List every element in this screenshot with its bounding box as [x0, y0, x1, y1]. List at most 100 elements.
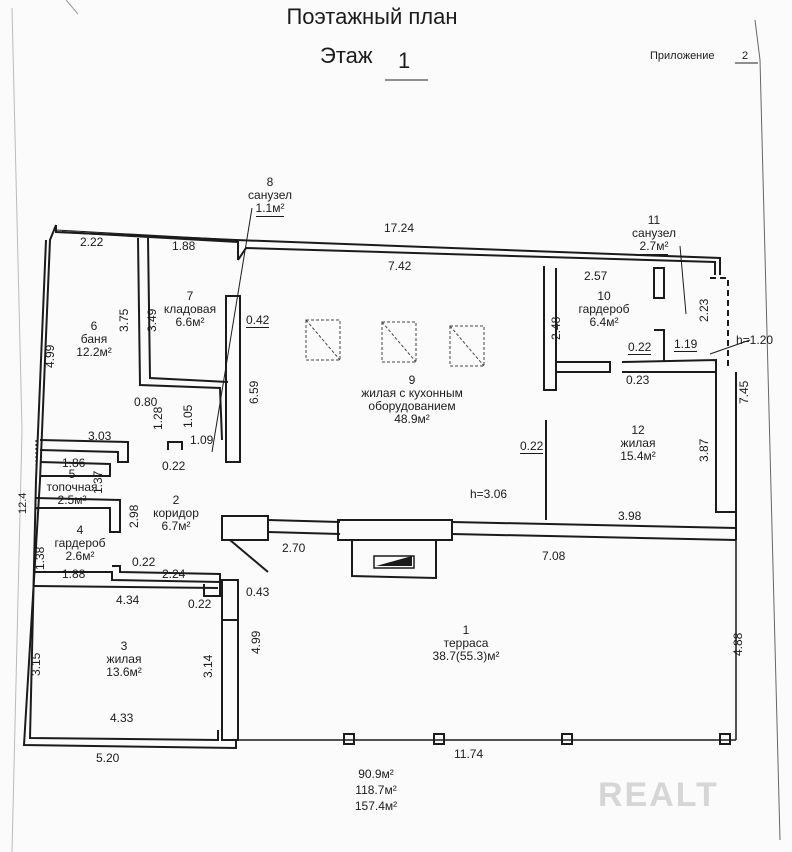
sauna-door: [167, 441, 183, 450]
dim-1-05: 1.05: [181, 404, 195, 428]
room-5: 5 топочная 2.5м²: [47, 468, 98, 507]
room-name: баня: [80, 332, 108, 346]
room-area: 2.7м²: [639, 239, 669, 255]
dim-0-23: 0.23: [626, 373, 650, 387]
dim-2-24: 2.24: [162, 567, 186, 581]
room-area: 6.7м²: [161, 519, 191, 533]
room-1: 1 терраса 38.7(55.3)м²: [433, 624, 500, 663]
appendix-value: 2: [742, 50, 749, 62]
dim-1-88b: 1.88: [62, 567, 86, 581]
page-right-edge: [754, 19, 781, 841]
dim-3-15: 3.15: [29, 652, 43, 676]
pantry-partition-inner: [147, 237, 229, 383]
terrace-wall-solid: [337, 519, 453, 541]
room-name: гардероб: [54, 536, 106, 550]
dim-1-38: 1.38: [33, 546, 47, 570]
bath11-leader: [679, 245, 687, 315]
stove-box: [373, 555, 415, 569]
room-number: 1: [462, 623, 470, 637]
corridor-pillar: [221, 515, 269, 541]
bath8-leader: [211, 207, 253, 453]
bath11-door: [654, 329, 665, 362]
dim-0-80: 0.80: [134, 395, 158, 409]
room-10: 10 гардероб 6.4м²: [578, 290, 629, 329]
dim-4-33: 4.33: [110, 711, 134, 725]
dim-h-3-06: h=3.06: [470, 487, 508, 501]
dim-17-24: 17.24: [384, 221, 415, 235]
room-number: 11: [647, 213, 661, 227]
room-name: жилая: [620, 436, 656, 450]
dim-6-59: 6.59: [247, 380, 261, 404]
room-number: 7: [186, 289, 194, 303]
room-11: 11 санузел 2.7м²: [632, 214, 676, 255]
room-area: 15.4м²: [620, 449, 656, 463]
shaft-dashed: [710, 277, 729, 370]
appendix-label: Приложение: [650, 50, 715, 62]
skylight-diag: [305, 319, 341, 361]
post: [343, 733, 355, 745]
outer-top-inner: [61, 231, 239, 260]
walls: [22, 224, 737, 750]
h120-leader: [709, 339, 751, 355]
wardrobe10-wall: [543, 266, 557, 391]
dim-2-48: 2.48: [549, 316, 563, 340]
room-9: 9 жилая с кухонным оборудованием 48.9м²: [361, 374, 463, 426]
stove-outline: [351, 540, 437, 580]
skylight: [305, 319, 341, 361]
total-area-3: 157.4м²: [354, 799, 398, 813]
room-area: 1.1м²: [255, 201, 285, 217]
dim-1-09: 1.09: [190, 433, 214, 447]
room-area: 48.9м²: [394, 412, 430, 426]
dim-7-42: 7.42: [388, 259, 412, 273]
dim-1-86: 1.86: [62, 456, 86, 470]
dim-3-87: 3.87: [697, 438, 711, 462]
dim-0-22c: 0.22: [520, 439, 544, 454]
wardrobe10-bottom: [556, 361, 611, 373]
right-wall-12: [715, 372, 737, 513]
terrace-posts: [343, 733, 731, 745]
room-number: 2: [172, 493, 180, 507]
room-7: 7 кладовая 6.6м²: [164, 290, 216, 329]
room-12: 12 жилая 15.4м²: [620, 424, 656, 463]
room-4: 4 гардероб 2.6м²: [54, 524, 105, 563]
dim-0-42: 0.42: [246, 313, 270, 328]
skylights: [305, 319, 485, 367]
total-area-1: 90.9м²: [358, 767, 394, 781]
room-6: 6 баня 12.2м²: [76, 320, 112, 359]
room-name: жилая с кухонным: [361, 386, 463, 400]
dim-0-22: 0.22: [628, 340, 652, 355]
room-area: 6.4м²: [589, 315, 619, 329]
window-line-3: [451, 521, 737, 529]
floor-label: Этаж: [320, 43, 373, 68]
room-number: 3: [120, 639, 128, 653]
dim-2-70: 2.70: [282, 541, 306, 555]
floor-value: 1: [398, 48, 411, 73]
living3-door: [203, 580, 221, 597]
dim-4-99b: 4.99: [249, 630, 263, 654]
plan-title: Поэтажный план: [286, 4, 458, 29]
door-swing-line: [229, 539, 269, 573]
room-area: 12.2м²: [76, 345, 112, 359]
dim-2-98: 2.98: [127, 504, 141, 528]
room-area: 2.5м²: [57, 493, 87, 507]
dim-3-98: 3.98: [618, 509, 642, 523]
outer-left-inner: [28, 239, 219, 742]
dim-1-88: 1.88: [172, 239, 196, 253]
dim-12-4: 12.4: [17, 492, 29, 514]
room-number: 12: [631, 423, 645, 437]
room-name: жилая: [106, 652, 142, 666]
dim-h-1-20: h=1.20: [736, 333, 774, 347]
window-line-4: [451, 533, 737, 541]
dim-4-88: 4.88: [731, 632, 745, 656]
living3-right-wall: [221, 579, 239, 741]
room-area: 2.6м²: [65, 549, 95, 563]
window-line-2: [267, 531, 341, 535]
room-name: терраса: [443, 636, 489, 650]
dim-1-28: 1.28: [151, 406, 165, 430]
room-area: 13.6м²: [106, 665, 142, 679]
living3-top-wall: [33, 585, 219, 589]
room-name: гардероб: [578, 302, 630, 316]
pantry-partition: [137, 237, 223, 441]
dim-4-99a: 4.99: [43, 344, 57, 368]
